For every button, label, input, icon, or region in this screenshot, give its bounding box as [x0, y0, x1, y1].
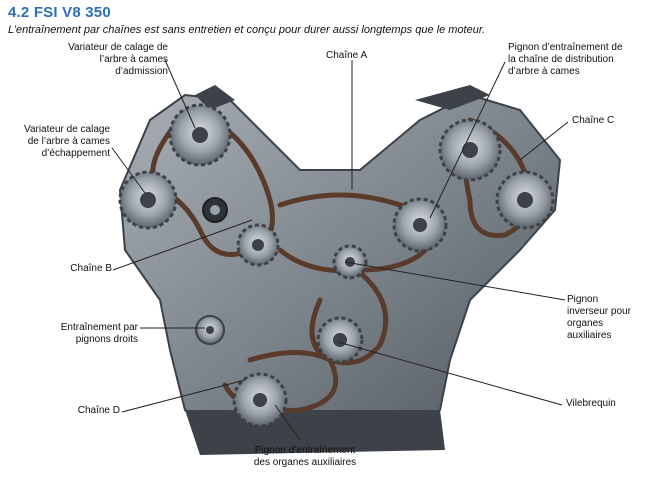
label-pignon-inverseur: Pignon inverseur pour organes auxiliaire… [567, 294, 631, 341]
gear-cam-intake-right [438, 118, 502, 182]
leader-lines [111, 59, 569, 441]
page-title: 4.2 FSI V8 350 [8, 4, 111, 21]
label-chaine-c: Chaîne C [572, 115, 615, 126]
gear-cam-exhaust-left [118, 170, 178, 230]
label-variateur-echappement: Variateur de calage de l’arbre à cames d… [24, 124, 110, 159]
page-subtitle: L’entraînement par chaînes est sans entr… [8, 24, 486, 36]
gear-left-mid [236, 223, 280, 267]
label-variateur-admission: Variateur de calage de l’arbre à cames d… [68, 42, 168, 77]
label-chaine-b: Chaîne B [70, 263, 112, 274]
gear-cam-exhaust-right [495, 170, 555, 230]
gear-chain-drive [392, 197, 448, 253]
label-entrainement-pignons: Entraînement par pignons droits [60, 322, 138, 345]
gear-small-right [202, 197, 228, 223]
gear-cam-intake-left [168, 103, 232, 167]
gear-crankshaft [316, 316, 364, 364]
label-chaine-d: Chaîne D [77, 405, 120, 416]
label-pignon-distribution: Pignon d’entraînement de la chaîne de di… [508, 42, 623, 77]
label-chaine-a: Chaîne A [326, 50, 368, 61]
gear-auxiliary [232, 372, 288, 428]
gear-reverser [332, 244, 368, 280]
label-vilebrequin: Vilebrequin [566, 398, 616, 409]
label-pignon-organes: Pignon d’entraînement des organes auxili… [253, 445, 357, 468]
gear-spur [195, 315, 225, 345]
